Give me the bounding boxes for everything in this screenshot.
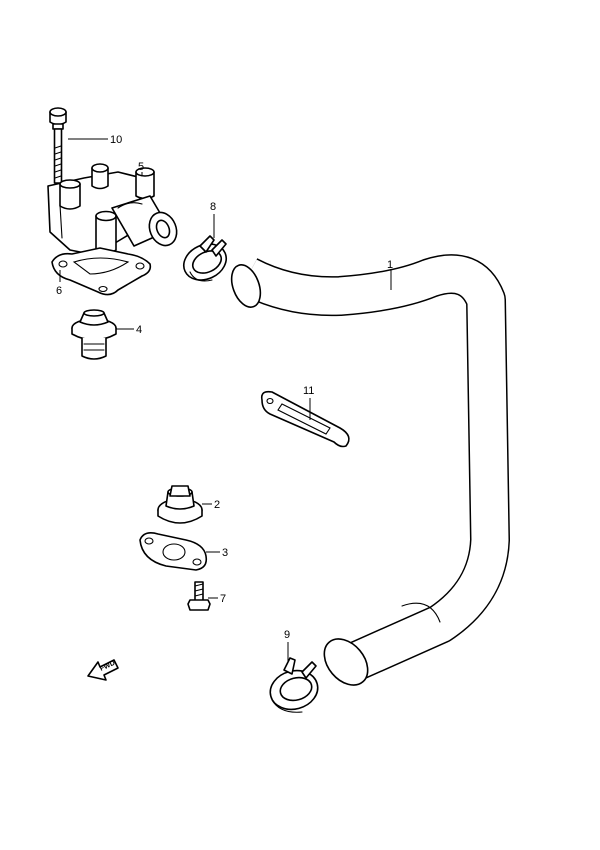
- part-7-bolt: [187, 581, 211, 611]
- callout-3: 3: [222, 547, 228, 559]
- part-8-hose-clip: [183, 235, 227, 282]
- callout-9: 9: [284, 629, 290, 641]
- callout-1: 1: [387, 259, 393, 271]
- callout-8: 8: [210, 201, 216, 213]
- part-9-hose-clip: [269, 657, 319, 713]
- callout-11: 11: [303, 385, 314, 397]
- part-5-thermostat-cover: [47, 163, 178, 256]
- part-4-thermostat: [71, 309, 117, 360]
- fwd-arrow: FWD: [87, 659, 119, 681]
- part-11-clamp-strap: [260, 390, 350, 448]
- part-6-gasket: [51, 247, 152, 296]
- part-10-bolt: [49, 107, 67, 184]
- part-2-plug: [157, 485, 203, 524]
- part-3-gasket: [139, 532, 208, 571]
- callout-7: 7: [220, 593, 226, 605]
- callout-6: 6: [56, 285, 62, 297]
- callout-10: 10: [110, 134, 122, 146]
- callout-4: 4: [136, 324, 142, 336]
- part-1-water-hose: [230, 254, 510, 686]
- callout-5: 5: [138, 161, 144, 173]
- callout-2: 2: [214, 499, 220, 511]
